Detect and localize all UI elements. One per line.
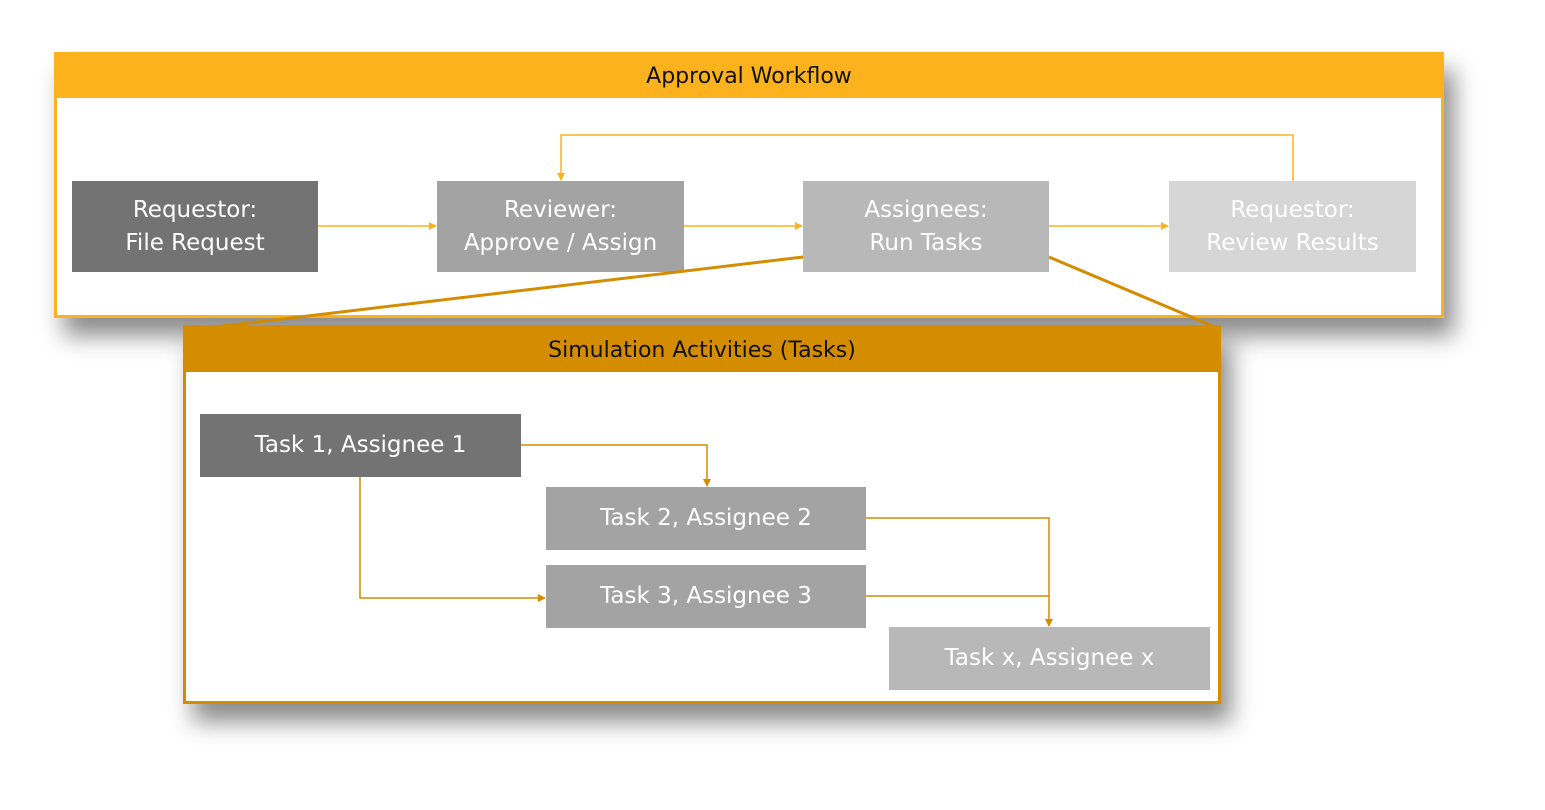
step-action-label: Review Results: [1206, 229, 1379, 256]
step-action-label: Approve / Assign: [463, 229, 658, 256]
task-2-box: Task 2, Assignee 2: [546, 487, 866, 550]
step-action-label: Run Tasks: [869, 229, 983, 256]
task-label: Task x, Assignee x: [944, 645, 1155, 671]
approval-workflow-title: Approval Workflow: [57, 55, 1441, 98]
task-label: Task 2, Assignee 2: [600, 505, 812, 531]
task-x-box: Task x, Assignee x: [889, 627, 1210, 690]
step-assignees-run-tasks: Assignees: Run Tasks: [803, 181, 1049, 272]
step-reviewer-approve-assign: Reviewer: Approve / Assign: [437, 181, 684, 272]
step-requestor-file-request: Requestor: File Request: [72, 181, 318, 272]
step-role-label: Requestor:: [1230, 196, 1355, 223]
step-action-label: File Request: [125, 229, 265, 256]
step-requestor-review-results: Requestor: Review Results: [1169, 181, 1416, 272]
task-label: Task 1, Assignee 1: [254, 432, 467, 458]
step-role-label: Assignees:: [864, 196, 988, 223]
step-role-label: Reviewer:: [503, 196, 617, 223]
simulation-activities-title: Simulation Activities (Tasks): [186, 328, 1218, 372]
task-1-box: Task 1, Assignee 1: [200, 414, 521, 477]
step-role-label: Requestor:: [132, 196, 258, 223]
task-label: Task 3, Assignee 3: [600, 583, 812, 609]
task-3-box: Task 3, Assignee 3: [546, 565, 866, 628]
